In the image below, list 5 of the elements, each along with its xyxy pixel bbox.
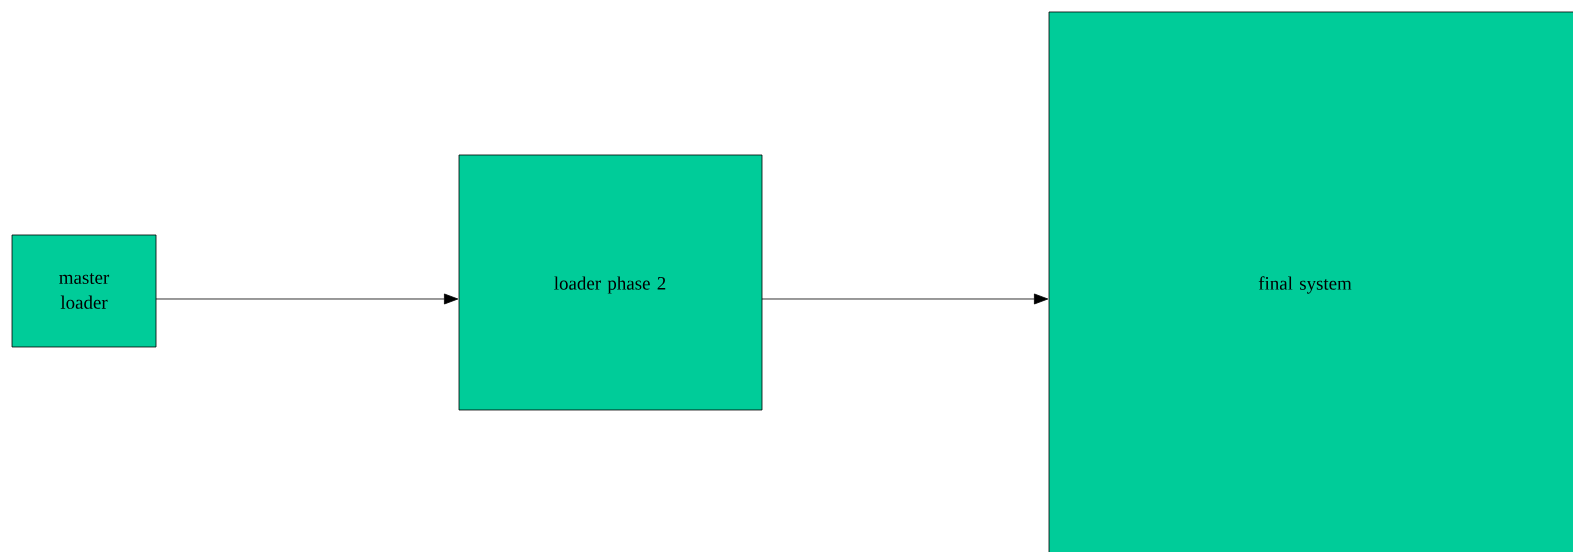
process-box: final system (1048, 11, 1573, 552)
arrow (155, 293, 459, 305)
arrow (761, 293, 1049, 305)
process-box: master loader (11, 234, 157, 348)
process-box: loader phase 2 (458, 154, 763, 411)
